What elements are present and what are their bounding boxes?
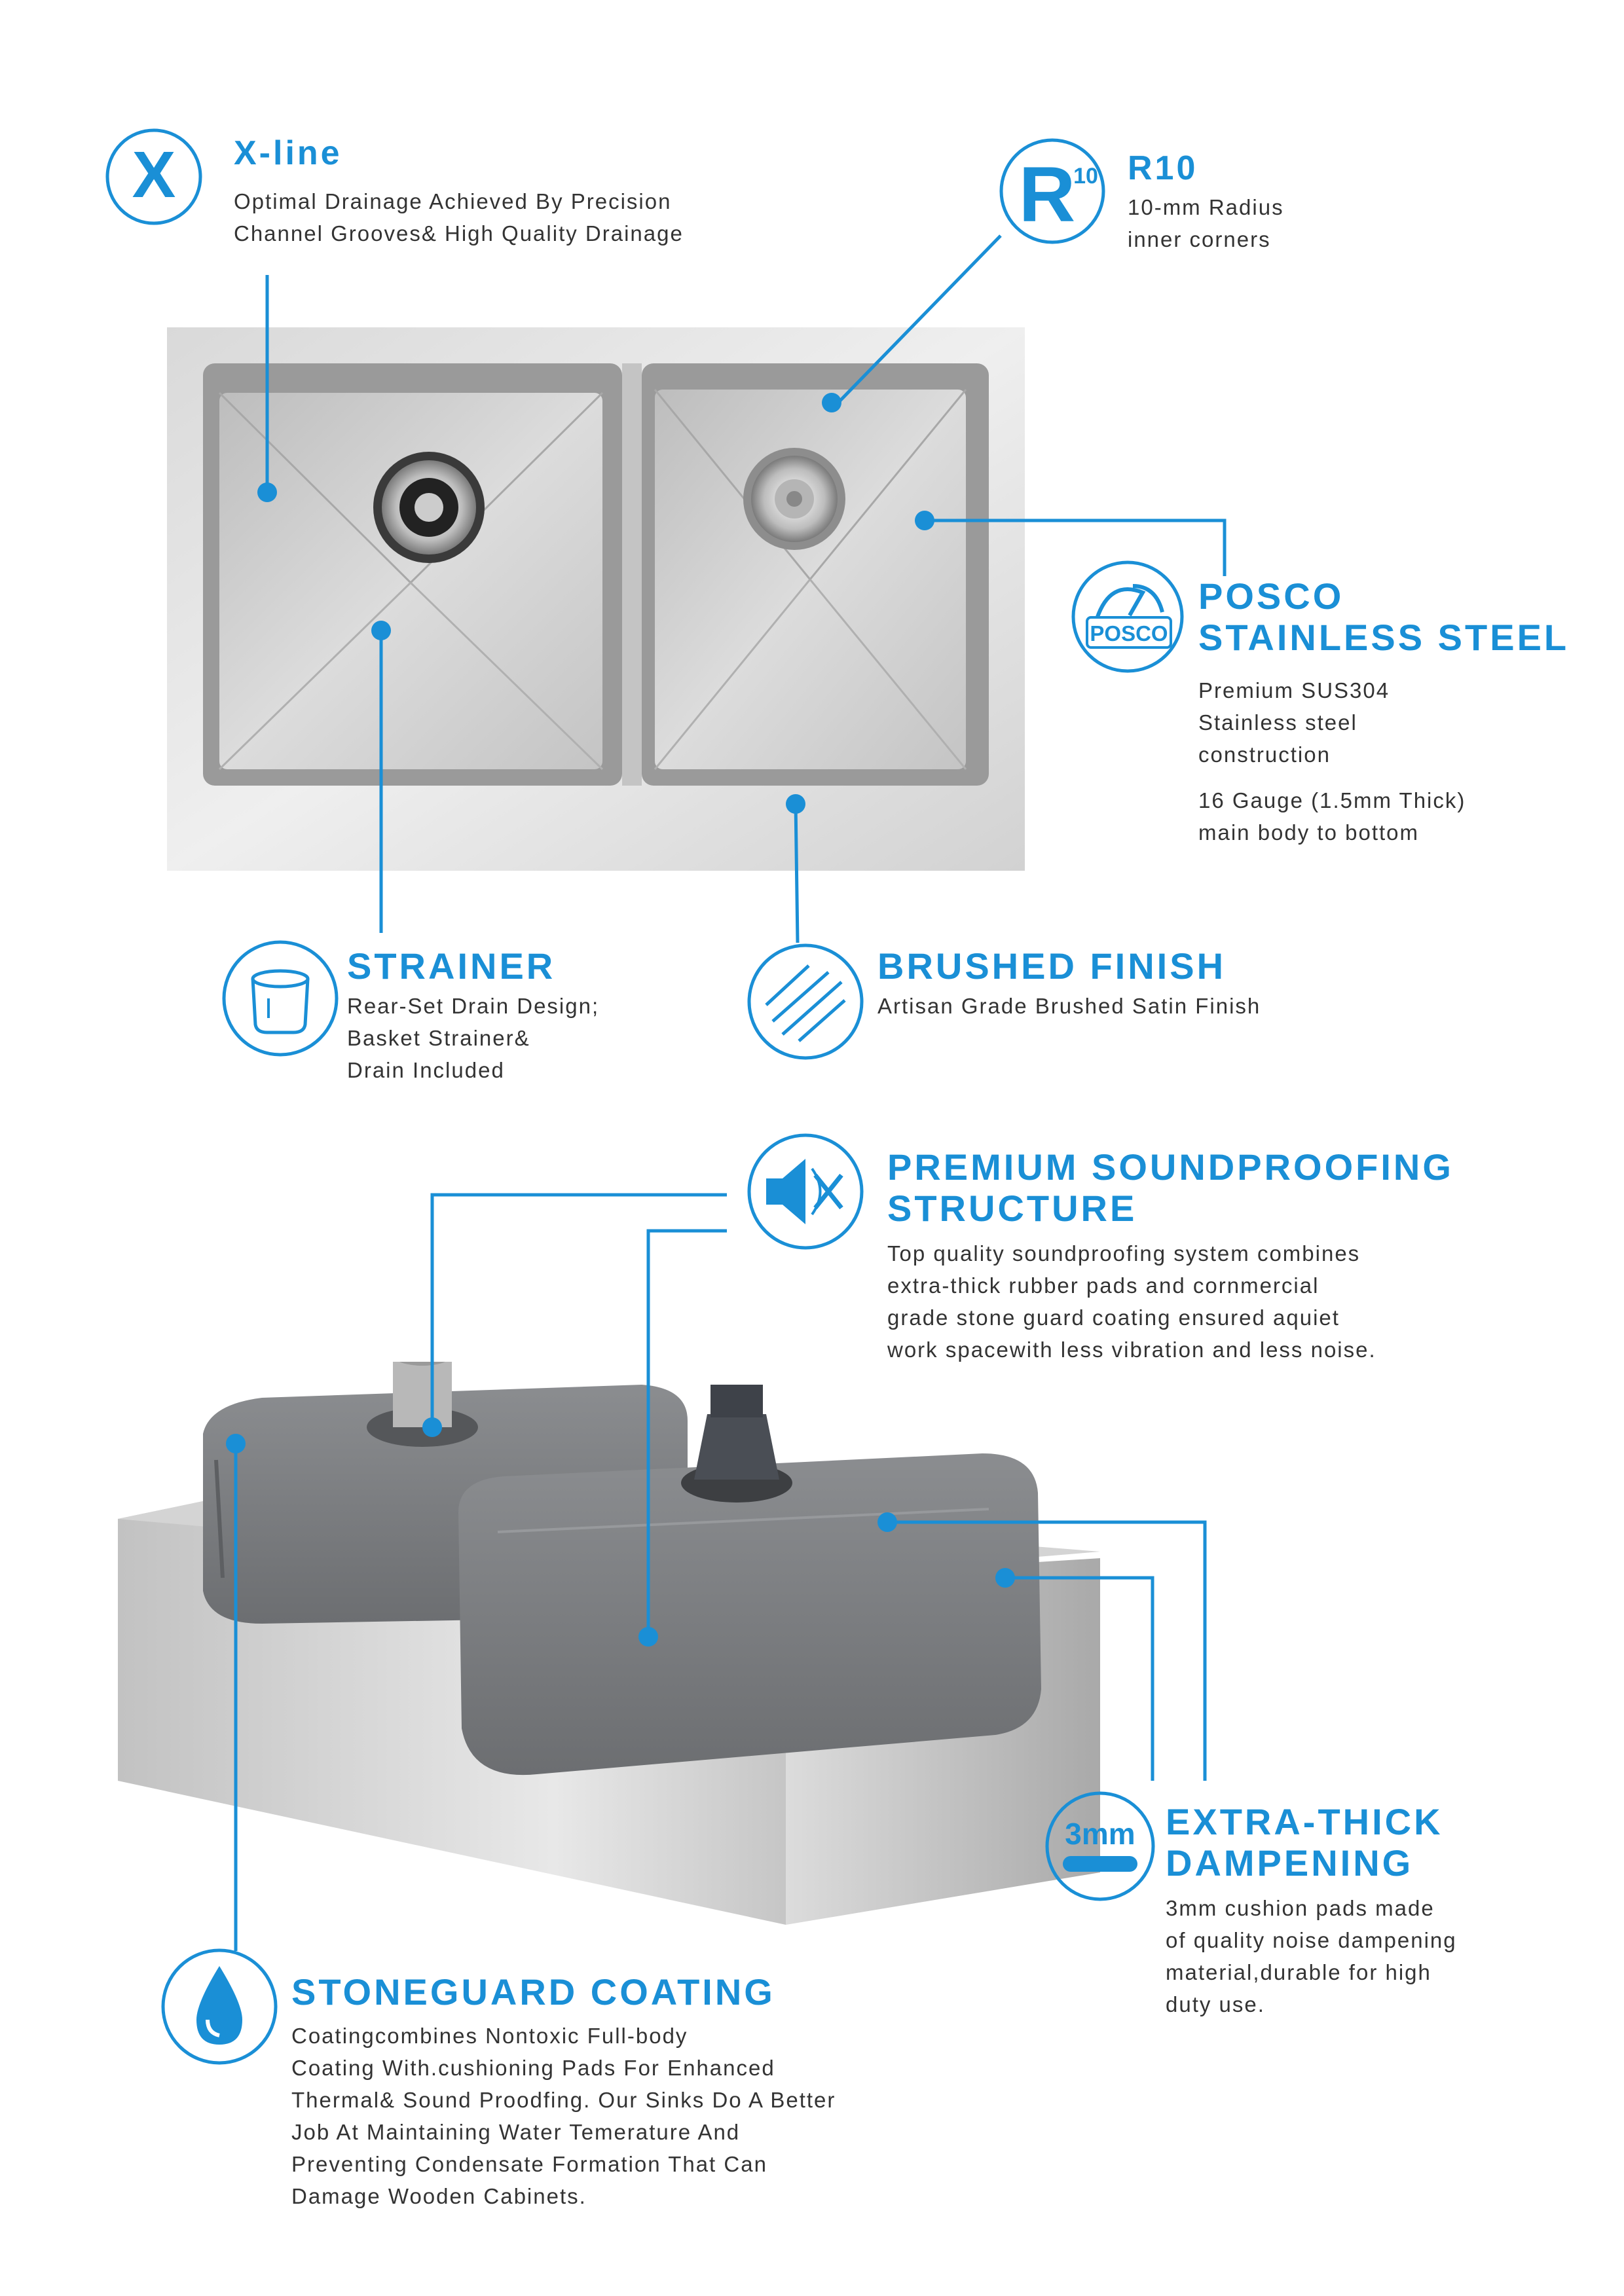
water-drop-icon	[160, 1948, 278, 2066]
brushed-description: Artisan Grade Brushed Satin Finish	[877, 994, 1261, 1018]
strainer-description: Rear-Set Drain Design; Basket Strainer& …	[347, 994, 600, 1082]
soundproofing-description: Top quality soundproofing system combine…	[887, 1241, 1376, 1362]
brushed-title: BRUSHED FINISH	[877, 945, 1227, 987]
posco-title: POSCO STAINLESS STEEL	[1198, 575, 1570, 658]
dampening-title: EXTRA-THICK DAMPENING	[1166, 1801, 1443, 1884]
posco-gauge-description: 16 Gauge (1.5mm Thick) main body to bott…	[1198, 788, 1466, 845]
r10-description: 10-mm Radius inner corners	[1128, 195, 1284, 251]
posco-icon: POSCO	[1071, 560, 1185, 674]
svg-text:X: X	[132, 138, 176, 211]
stoneguard-title: STONEGUARD COATING	[291, 1971, 775, 2013]
svg-text:R: R	[1019, 151, 1076, 238]
brushed-finish-icon	[747, 943, 864, 1061]
posco-description: Premium SUS304 Stainless steel construct…	[1198, 678, 1390, 767]
soundproofing-title: PREMIUM SOUNDPROOFING STRUCTURE	[887, 1146, 1454, 1229]
3mm-pad-icon: 3mm	[1044, 1791, 1156, 1902]
strainer-icon	[221, 939, 339, 1057]
svg-text:3mm: 3mm	[1065, 1817, 1135, 1851]
mute-speaker-icon	[747, 1133, 864, 1250]
stoneguard-description: Coatingcombines Nontoxic Full-body Coati…	[291, 2024, 836, 2208]
r10-title: R10	[1128, 149, 1198, 187]
xline-title: X-line	[234, 134, 342, 172]
r10-icon: R 10	[999, 137, 1107, 246]
sink-underside-image	[118, 1362, 1100, 1925]
dampening-description: 3mm cushion pads made of quality noise d…	[1166, 1896, 1457, 2016]
svg-text:10: 10	[1073, 164, 1098, 189]
svg-text:POSCO: POSCO	[1090, 621, 1168, 646]
x-icon: X	[105, 128, 203, 226]
strainer-title: STRAINER	[347, 945, 556, 987]
xline-description: Optimal Drainage Achieved By Precision C…	[234, 189, 684, 246]
sink-top-view-image	[167, 327, 1025, 871]
